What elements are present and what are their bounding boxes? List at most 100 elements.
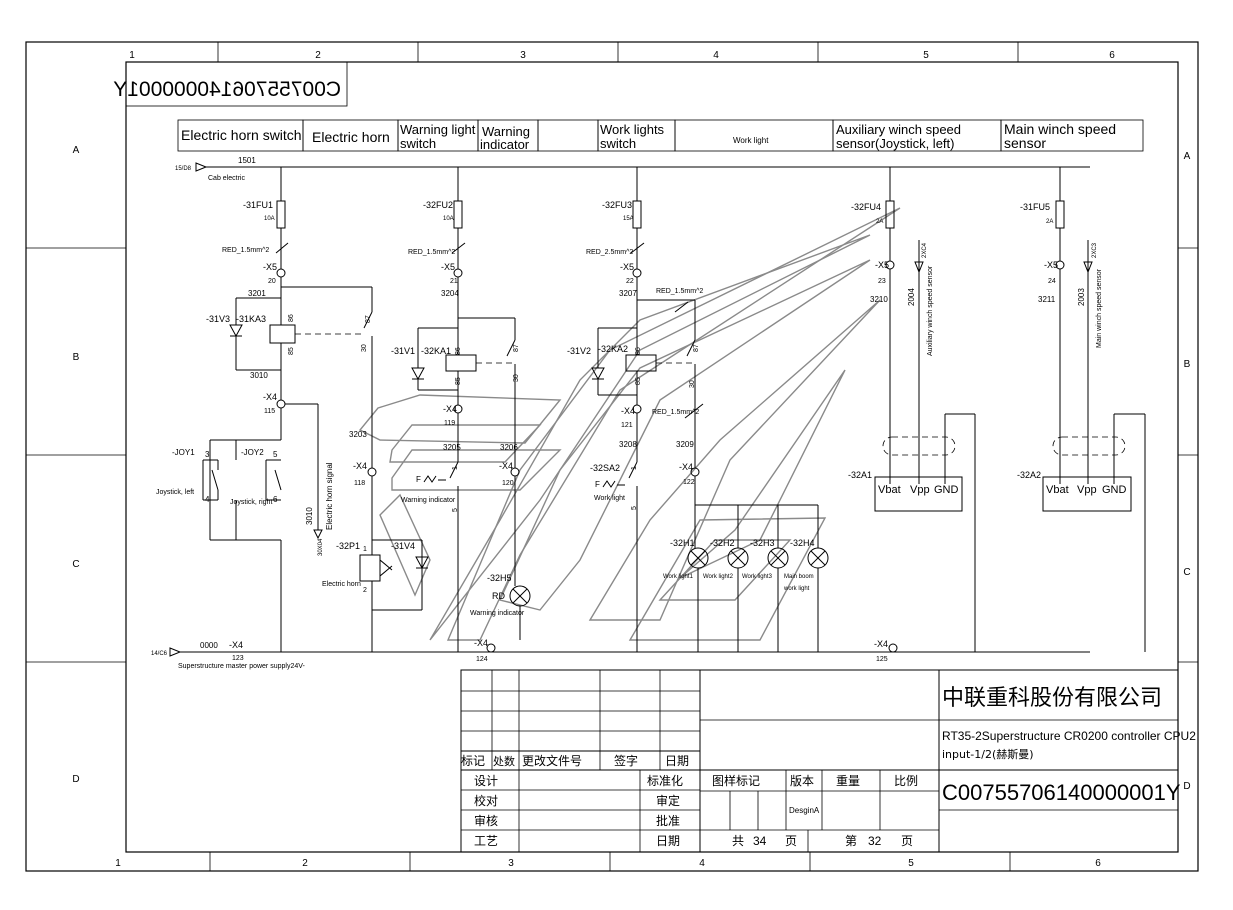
red-wire-1: RED_1.5mm^2	[222, 247, 269, 254]
red-wire-4: RED_1.5mm^2	[656, 288, 703, 295]
red-wire-3: RED_2.5mm^2	[586, 249, 633, 256]
terminal-x4-125	[888, 643, 898, 653]
total-pages-suffix: 页	[785, 834, 797, 848]
fuse-32fu2	[453, 200, 463, 229]
fuse-32fu3	[632, 200, 642, 229]
rev-doc-header: 更改文件号	[522, 753, 582, 768]
ka3-pin87: 87	[365, 315, 372, 323]
h3-label: -32H3	[750, 538, 775, 548]
red-wire-5: RED_1.5mm^2	[652, 409, 699, 416]
h5-caption: Warning indicator	[470, 610, 525, 617]
zone-row-right-d: D	[1183, 781, 1190, 792]
terminal-x5-21	[453, 268, 463, 278]
x5-22-label: -X5	[620, 262, 634, 272]
x5-22-pin: 22	[626, 278, 634, 285]
wire-0000: 0000	[200, 641, 218, 650]
wire-2004: 2004	[907, 288, 916, 306]
terminal-x4-118	[367, 467, 377, 477]
fuse-31fu5	[1055, 200, 1065, 229]
x5-21-pin: 21	[450, 278, 458, 285]
joystick-right-label: Joystick, right	[230, 499, 272, 506]
zone-col-bottom-3: 3	[508, 858, 514, 869]
zone-col-top-5: 5	[923, 50, 929, 61]
process-label: 工艺	[474, 834, 498, 848]
warning-indicator-small: Warning indicator	[401, 497, 456, 504]
wire-3010b: 3010	[305, 507, 314, 525]
x5-23-pin: 23	[878, 278, 886, 285]
v1-label: -31V1	[391, 346, 415, 356]
zone-row-left-b: B	[73, 352, 80, 363]
version-label: 版本	[790, 774, 814, 788]
total-pages-count: 34	[753, 834, 767, 848]
a2-gnd: GND	[1102, 484, 1127, 496]
x4-125-label: -X4	[874, 639, 888, 649]
v2-label: -31V2	[567, 346, 591, 356]
fu5-label: -31FU5	[1020, 202, 1050, 212]
x5-20-pin: 20	[268, 278, 276, 285]
ref-15-d8: 15/D8	[175, 166, 192, 172]
page-number: 32	[868, 834, 882, 848]
ka1-pin87: 87	[513, 344, 520, 352]
rev-count-header: 处数	[493, 755, 515, 768]
fu2-rating: 10A	[443, 216, 454, 222]
header-aux-winch-2: sensor(Joystick, left)	[836, 136, 954, 151]
red-wire-2: RED_1.5mm^2	[408, 249, 455, 256]
ka2-pin85: 85	[635, 377, 642, 385]
review-label: 审核	[474, 813, 498, 828]
relay-coil-31ka3	[269, 324, 296, 344]
page-number-prefix: 第	[845, 834, 857, 848]
wire-3208: 3208	[619, 440, 637, 449]
ka1-pin86: 86	[455, 347, 462, 355]
sensor-shield-32a1	[882, 436, 956, 456]
wire-3203: 3203	[349, 430, 367, 439]
circuit-aux-winch-sensor: -32FU4 2A -X5 23 3210 2004 2XC4 Auxiliar…	[848, 167, 976, 663]
terminal-x5-20	[276, 268, 286, 278]
x4-120-pin: 120	[502, 480, 514, 487]
a1-gnd: GND	[934, 484, 959, 496]
x5-24-pin: 24	[1048, 278, 1056, 285]
header-main-winch-2: sensor	[1004, 135, 1046, 151]
zone-col-bottom-6: 6	[1095, 858, 1101, 869]
sensor-32a1	[874, 476, 963, 512]
approve-1-label: 审定	[656, 793, 680, 808]
x4-119-label: -X4	[443, 404, 457, 414]
ref-2xc4: 2XC4	[922, 242, 928, 258]
joy1-pin4: 4	[205, 495, 210, 504]
zone-col-top-1: 1	[129, 50, 135, 61]
h2-label: -32H2	[710, 538, 735, 548]
zone-col-top-6: 6	[1109, 50, 1115, 61]
x4-123-pin: 123	[232, 655, 244, 662]
wire-3010a: 3010	[250, 371, 268, 380]
zone-col-top-2: 2	[315, 50, 321, 61]
a1-vpp: Vpp	[910, 484, 930, 496]
ka1-label: -32KA1	[421, 346, 451, 356]
x5-20-label: -X5	[263, 262, 277, 272]
wire-3211: 3211	[1038, 295, 1056, 304]
circuit-work-lights: 87 30 RED_1.5mm^2 3209 -X4 122 -32H1 -32…	[652, 339, 829, 652]
circuit-main-winch-sensor: -31FU5 2A -X5 24 3211 2003 2XC3 Main win…	[1017, 167, 1146, 652]
lamp-32h1	[687, 547, 709, 569]
rev-sign-header: 签字	[614, 753, 638, 768]
page-number-suffix: 页	[901, 834, 913, 848]
drawing-frame	[25, 41, 1199, 872]
zone-row-left-a: A	[73, 145, 80, 156]
scale-label: 比例	[894, 774, 918, 788]
zone-row-right-b: B	[1184, 359, 1191, 370]
circuit-work-lights-switch: -32FU3 15A RED_2.5mm^2 -X5 22 3207 RED_1…	[567, 167, 703, 652]
zone-row-left-d: D	[72, 774, 79, 785]
header-warning-light-switch-2: switch	[400, 136, 436, 151]
p1-pin1: 1	[363, 546, 367, 553]
x4-125-pin: 125	[876, 656, 888, 663]
drawing-code: C00755706140000001Y	[942, 780, 1181, 805]
fu4-rating: 2A	[876, 219, 883, 225]
header-row: Electric horn switch Electric horn Warni…	[177, 119, 1144, 152]
mirrored-drawing-code: C00755706140000001Y	[113, 78, 341, 101]
zone-col-bottom-4: 4	[699, 858, 705, 869]
rev-mark-header: 标记	[461, 754, 485, 768]
header-warning-indicator-2: indicator	[480, 137, 530, 152]
wire-3206: 3206	[500, 443, 518, 452]
wire-3207: 3207	[619, 289, 637, 298]
wire-3205: 3205	[443, 443, 461, 452]
circuit-warning-indicator: 87 30 3206 -X4 120 -32H5 RD Warning indi…	[458, 317, 531, 663]
a2-label: -32A2	[1017, 470, 1041, 480]
